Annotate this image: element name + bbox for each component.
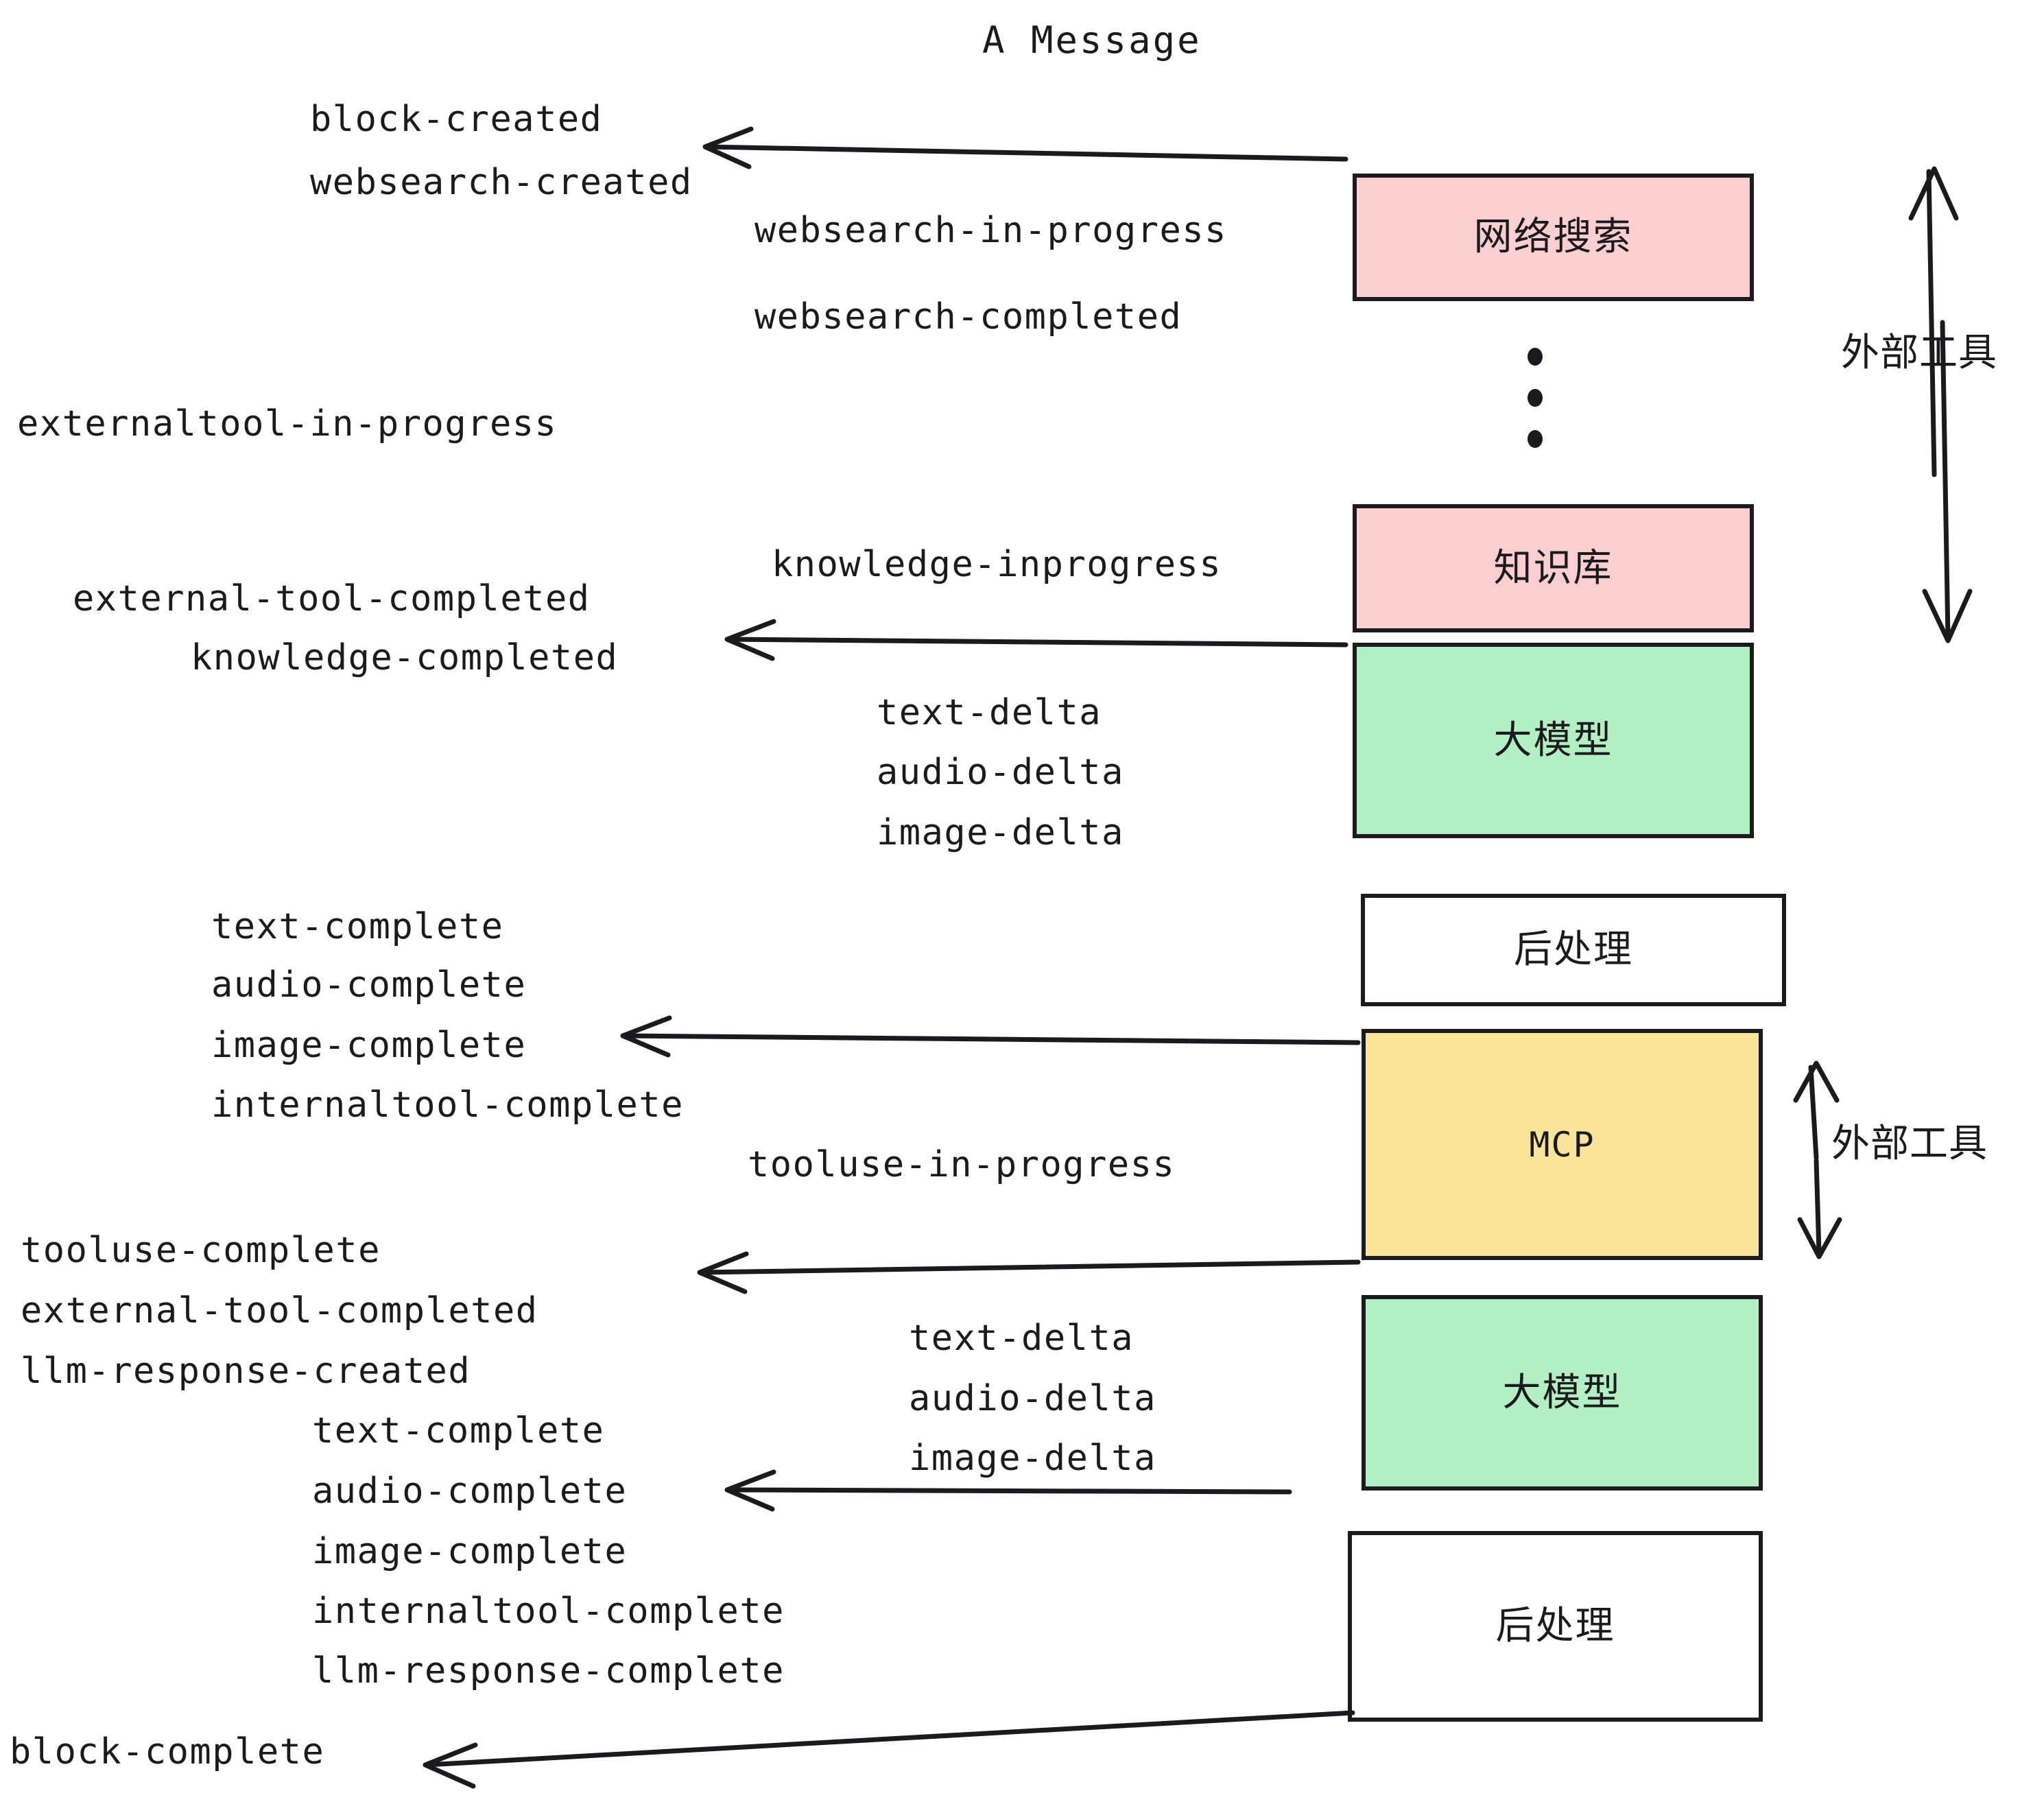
- page-title: A Message: [982, 19, 1202, 62]
- node-box-postprocess-1-label: 后处理: [1514, 927, 1633, 972]
- event-label-image-complete-2: image-complete: [312, 1531, 628, 1572]
- node-box-llm-2-label: 大模型: [1502, 1370, 1622, 1415]
- node-box-mcp-label: MCP: [1529, 1124, 1595, 1165]
- event-label-externaltool-in-progress: externaltool-in-progress: [17, 403, 558, 444]
- event-label-llm-response-complete: llm-response-complete: [312, 1650, 785, 1692]
- event-label-block-complete: block-complete: [10, 1731, 325, 1772]
- event-label-internaltool-complete-2: internaltool-complete: [312, 1591, 785, 1632]
- node-box-llm-1[interactable]: 大模型: [1353, 643, 1754, 838]
- node-box-knowledge[interactable]: 知识库: [1353, 504, 1754, 632]
- node-box-llm-1-label: 大模型: [1493, 717, 1613, 763]
- node-box-postprocess-1[interactable]: 后处理: [1361, 894, 1786, 1006]
- event-label-websearch-completed: websearch-completed: [754, 296, 1183, 337]
- ellipsis-dot-3: [1528, 430, 1543, 448]
- node-box-websearch-label: 网络搜索: [1473, 215, 1633, 259]
- ellipsis-dot-1: [1528, 348, 1543, 366]
- event-label-audio-delta-1: audio-delta: [877, 752, 1124, 793]
- node-box-postprocess-2-label: 后处理: [1495, 1604, 1615, 1648]
- event-label-llm-response-created: llm-response-created: [21, 1351, 471, 1392]
- event-label-external-tool-completed-2: external-tool-completed: [21, 1290, 538, 1331]
- node-box-mcp[interactable]: MCP: [1362, 1029, 1763, 1260]
- event-label-websearch-created: websearch-created: [310, 162, 693, 203]
- event-label-audio-complete-1: audio-complete: [211, 964, 527, 1006]
- ellipsis-dot-2: [1528, 389, 1543, 407]
- event-label-image-delta-1: image-delta: [877, 812, 1124, 853]
- event-label-text-delta-2: text-delta: [909, 1318, 1134, 1359]
- node-box-llm-2[interactable]: 大模型: [1362, 1295, 1763, 1491]
- annotation-external-tools-top: 外部工具: [1841, 331, 1997, 375]
- event-label-knowledge-inprogress: knowledge-inprogress: [772, 544, 1222, 585]
- event-label-text-delta-1: text-delta: [877, 692, 1102, 733]
- event-label-image-complete-1: image-complete: [211, 1025, 527, 1066]
- event-label-websearch-in-progress: websearch-in-progress: [754, 210, 1227, 251]
- event-label-tooluse-complete: tooluse-complete: [21, 1230, 381, 1271]
- event-label-knowledge-completed: knowledge-completed: [191, 637, 619, 678]
- event-label-internaltool-complete-1: internaltool-complete: [211, 1084, 684, 1126]
- event-label-text-complete-2: text-complete: [312, 1410, 605, 1451]
- node-box-postprocess-2[interactable]: 后处理: [1348, 1531, 1763, 1722]
- event-label-block-created: block-created: [310, 99, 603, 140]
- event-label-audio-complete-2: audio-complete: [312, 1471, 628, 1512]
- event-label-text-complete-1: text-complete: [211, 906, 504, 947]
- event-label-audio-delta-2: audio-delta: [909, 1378, 1156, 1419]
- event-label-image-delta-2: image-delta: [909, 1438, 1156, 1479]
- event-label-external-tool-completed-1: external-tool-completed: [73, 578, 591, 619]
- node-box-websearch[interactable]: 网络搜索: [1353, 174, 1754, 301]
- event-label-tooluse-in-progress: tooluse-in-progress: [748, 1144, 1176, 1185]
- node-box-knowledge-label: 知识库: [1493, 545, 1613, 591]
- annotation-external-tools-bottom: 外部工具: [1831, 1121, 1988, 1166]
